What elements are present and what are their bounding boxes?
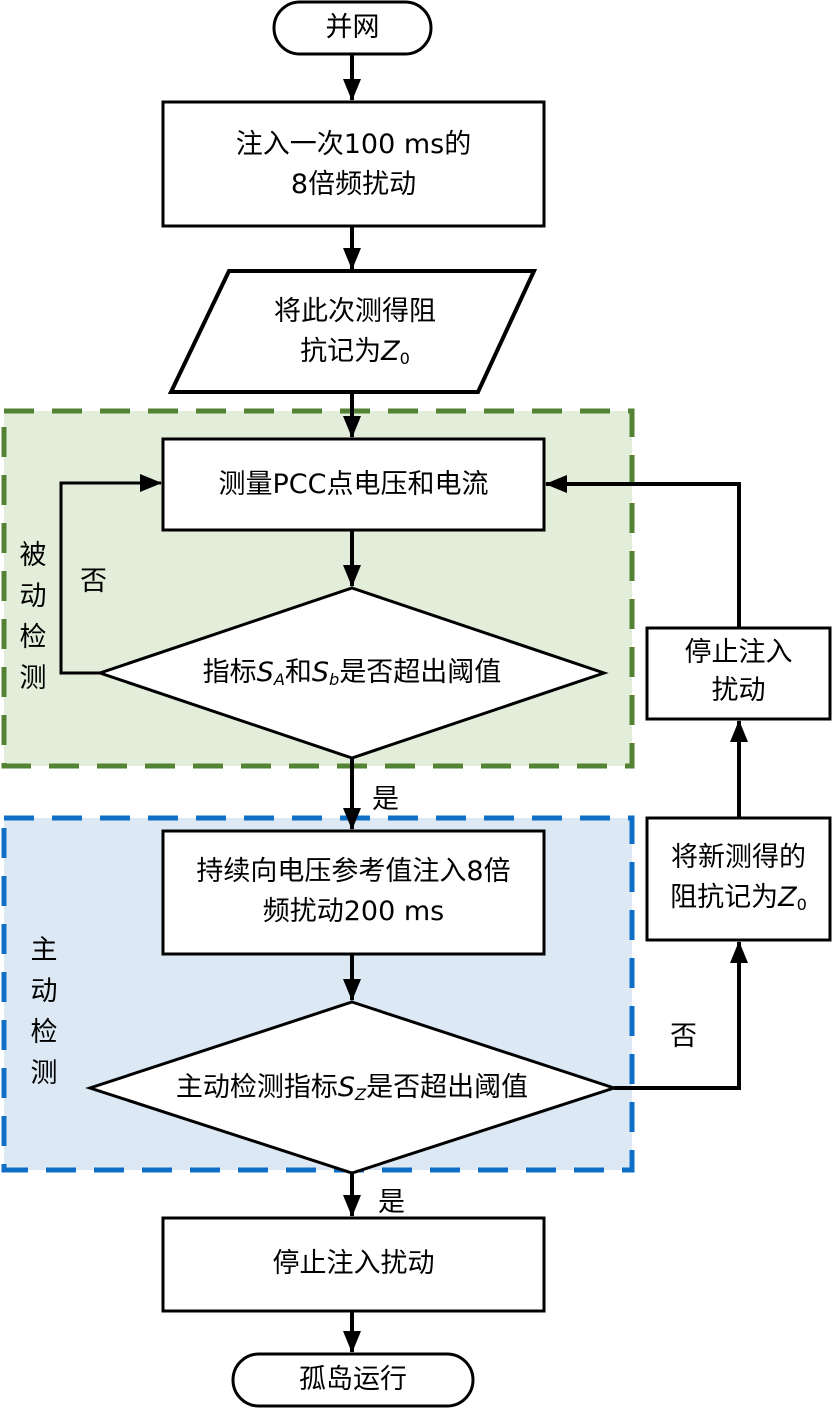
- passive-no-label: 否: [80, 566, 107, 597]
- passive-region-label: 被 动 检 测: [17, 535, 49, 699]
- sis-line1: 停止注入: [684, 637, 793, 668]
- record-z0-label: 将此次测得阻 抗记为Z0: [190, 292, 520, 379]
- active-decision-label: 主动检测指标SZ是否超出阈值: [90, 1068, 614, 1115]
- label-char: 测: [30, 1058, 58, 1089]
- label-char: 动: [19, 581, 47, 612]
- active-region-label: 主 动 检 测: [28, 930, 60, 1094]
- pd-var2: S: [311, 657, 330, 688]
- label-char: 检: [19, 622, 47, 653]
- ad-suffix: 是否超出阈值: [366, 1072, 529, 1103]
- passive-yes-label: 是: [372, 784, 399, 815]
- pd-var1: S: [256, 657, 274, 688]
- passive-decision-label: 指标SA和Sb是否超出阈值: [100, 653, 604, 700]
- label-char: 主: [30, 935, 58, 966]
- inject-once-line2: 8倍频扰动: [290, 169, 417, 200]
- z-var: Z: [381, 336, 400, 367]
- record-z0-parallelogram: [167, 269, 538, 394]
- measure-pcc-label: 测量PCC点电压和电流: [218, 469, 489, 500]
- record-z0-line2: 抗记为Z0: [190, 332, 520, 379]
- record-new-z0-label: 将新测得的 阻抗记为Z0: [647, 838, 830, 925]
- rnz-prefix: 阻抗记为: [670, 882, 779, 913]
- ad-var: S: [337, 1072, 356, 1103]
- record-z0-prefix: 抗记为: [300, 336, 382, 367]
- inject-once-label: 注入一次100 ms的 8倍频扰动: [163, 125, 544, 205]
- rnz-line1: 将新测得的: [671, 842, 806, 873]
- active-yes-label: 是: [378, 1187, 405, 1218]
- stop-inject-side-box: [645, 626, 832, 721]
- island-label: 孤岛运行: [299, 1364, 407, 1395]
- pd-mid: 和: [284, 657, 312, 688]
- record-z0-line1: 将此次测得阻: [274, 296, 436, 327]
- z-sub: 0: [399, 349, 410, 369]
- stop-inject-box: [161, 1216, 546, 1313]
- continuous-inject-label: 持续向电压参考值注入8倍 频扰动200 ms: [163, 852, 544, 932]
- arrow-active-no: [614, 941, 748, 1090]
- label-char: 被: [19, 540, 47, 571]
- ci-line2: 频扰动200 ms: [262, 896, 445, 927]
- start-label: 并网: [325, 12, 380, 43]
- label-char: 检: [30, 1017, 58, 1048]
- stop-inject-label: 停止注入扰动: [272, 1248, 435, 1279]
- pd-sub1: A: [273, 670, 285, 690]
- sis-line2: 扰动: [711, 675, 766, 706]
- active-no-label: 否: [670, 1021, 697, 1052]
- island-terminator: [231, 1352, 475, 1408]
- pd-sub2: b: [329, 670, 340, 690]
- stop-inject-side-label: 停止注入 扰动: [647, 634, 830, 710]
- label-char: 测: [19, 663, 47, 694]
- z-var: Z: [778, 882, 797, 913]
- record-new-z0-box: [645, 816, 832, 942]
- arrow-passive-no-loop: [59, 474, 162, 675]
- connectors: [59, 54, 748, 1353]
- arrow-stop-to-measure: [545, 475, 741, 628]
- label-char: 动: [30, 976, 58, 1007]
- ad-sub: Z: [355, 1085, 367, 1105]
- rnz-line2: 阻抗记为Z0: [647, 878, 830, 925]
- ad-prefix: 主动检测指标: [175, 1072, 338, 1103]
- z-sub: 0: [796, 895, 807, 915]
- ci-line1: 持续向电压参考值注入8倍: [196, 856, 511, 887]
- inject-once-line1: 注入一次100 ms的: [235, 129, 472, 160]
- pd-suffix: 是否超出阈值: [339, 657, 502, 688]
- pd-prefix: 指标: [202, 657, 257, 688]
- inject-once-box: [161, 100, 546, 228]
